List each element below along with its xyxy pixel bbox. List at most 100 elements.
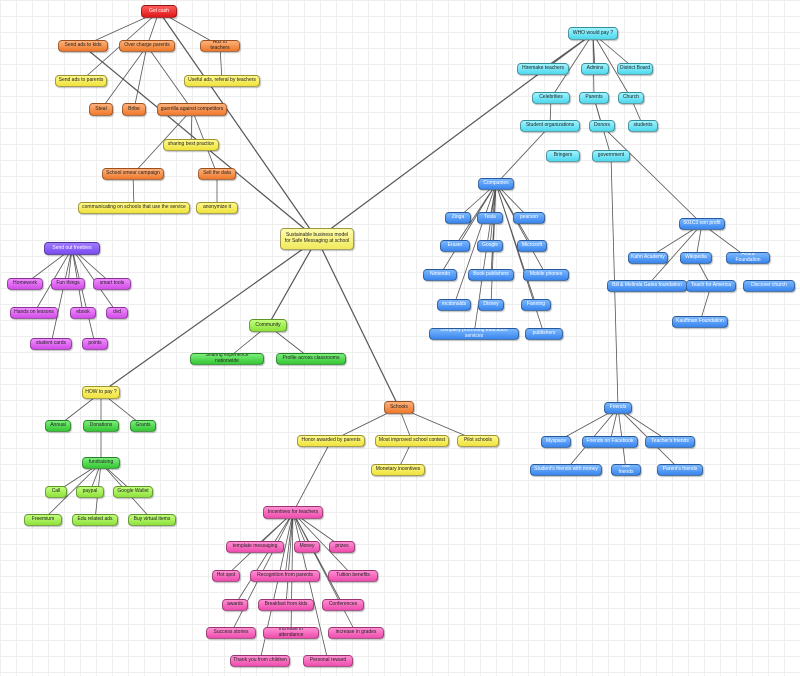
node-parents-friends[interactable]: Parent's friends [657, 464, 703, 476]
node-ebook[interactable]: ebook [70, 307, 96, 319]
node-eraser[interactable]: Eraser [440, 240, 470, 252]
node-pearson[interactable]: pearson [513, 212, 545, 224]
node-most-improved[interactable]: Most improved school contest [375, 435, 449, 447]
node-send-ads[interactable]: Send ads to parents [55, 75, 107, 87]
node-hiremake[interactable]: Hiremake teachers [517, 63, 569, 75]
node-incentives[interactable]: Incentives for teachers [263, 506, 323, 519]
node-bio-virtual[interactable]: Buy virtual items [128, 514, 176, 526]
node-ads-teachers[interactable]: Ads to teachers [200, 40, 240, 52]
node-annual[interactable]: Annual [45, 420, 71, 432]
node-nintendo[interactable]: Nintendo [423, 269, 457, 281]
node-admins[interactable]: Admins [581, 63, 609, 75]
node-tesla[interactable]: Tesla [477, 212, 503, 224]
node-schools[interactable]: Schools [384, 401, 414, 414]
node-companies[interactable]: Companies [478, 178, 514, 190]
node-edu-ads[interactable]: Edu related ads [72, 514, 118, 526]
node-nonprofit[interactable]: 501C3 non profit [679, 218, 725, 230]
node-thank-you[interactable]: Thank you from children [230, 655, 290, 667]
node-increase-grades[interactable]: increase in grades [328, 627, 384, 639]
node-community[interactable]: Community [249, 319, 287, 332]
node-purple-root[interactable]: Send out freebies [44, 242, 100, 255]
node-profile-across[interactable]: Profile across classrooms [276, 353, 346, 365]
node-how-pay[interactable]: HOW to pay ? [82, 386, 120, 399]
node-monetary[interactable]: Monetary incentives [371, 464, 425, 476]
node-google-wallet[interactable]: Google Wallet [113, 486, 153, 498]
node-prizes[interactable]: prizes [329, 541, 355, 553]
node-microsoft[interactable]: Microsoft [517, 240, 547, 252]
node-students-friends[interactable]: Student's friends with money [530, 464, 602, 476]
node-mobile-phones[interactable]: Mobile phones [523, 269, 569, 281]
node-sell-data[interactable]: Sell the data [198, 168, 236, 180]
node-school-smear[interactable]: School smear campaign [102, 168, 164, 180]
node-fanning[interactable]: Fanning [521, 299, 551, 311]
node-central[interactable]: Sustainable business model for Safe Mess… [280, 228, 354, 250]
node-honor-parents[interactable]: Honor awarded by parents [297, 435, 365, 447]
node-teachers-friends[interactable]: Teacher's friends [645, 436, 695, 448]
node-gift-cards[interactable]: student cards [30, 338, 72, 350]
node-disney[interactable]: Disney [478, 299, 504, 311]
node-donors[interactable]: Donors [589, 120, 615, 132]
node-ahura[interactable]: Ahura Foundation [726, 252, 770, 264]
node-mcdonalds[interactable]: mcdonalds [437, 299, 471, 311]
node-kauffman[interactable]: Kauffman Foundation [672, 316, 728, 328]
node-our-friends[interactable]: Our friends [611, 464, 641, 476]
node-communicating[interactable]: communicating on schools that use the se… [78, 202, 190, 214]
node-homework[interactable]: Homework [7, 278, 43, 290]
node-smart-tools[interactable]: smart tools [93, 278, 131, 290]
node-celebrities[interactable]: Celebrities [532, 92, 570, 104]
node-friends-facebook[interactable]: Friends on Facebook [582, 436, 638, 448]
node-church[interactable]: Church [618, 92, 644, 104]
node-sharing-best[interactable]: sharing best practice [163, 139, 219, 151]
node-pilot-schools[interactable]: Pilot schools [457, 435, 499, 447]
node-bringers[interactable]: Bringers [546, 150, 580, 162]
node-success-stories[interactable]: Success stories [206, 627, 256, 639]
node-book-publishers[interactable]: Book publishers [468, 269, 514, 281]
node-guerilla[interactable]: guerrilla against competitors [157, 103, 227, 116]
node-friends[interactable]: Friends [604, 402, 632, 414]
node-call[interactable]: Call [45, 486, 67, 498]
node-government[interactable]: government [592, 150, 630, 162]
node-students[interactable]: students [628, 120, 658, 132]
node-over-charge[interactable]: Over charge parents [119, 40, 175, 52]
node-increase-attendance[interactable]: increase in attendance [263, 627, 319, 639]
node-get-cash[interactable]: Get cash [141, 5, 177, 18]
node-conferences[interactable]: Conferences [322, 599, 364, 611]
node-hands-on[interactable]: Hands on lessons [10, 307, 58, 319]
node-useful-ads[interactable]: Useful ads, referal by teachers [184, 75, 260, 87]
node-donations[interactable]: Donations [83, 420, 119, 432]
node-breakfast[interactable]: Breakfast from kids [258, 599, 314, 611]
node-discovery[interactable]: Discover church [743, 280, 795, 292]
node-freemium[interactable]: Freemium [24, 514, 62, 526]
node-awards[interactable]: awards [222, 599, 248, 611]
node-tuition[interactable]: Tuition benefits [328, 570, 378, 582]
node-khan[interactable]: Kahn Academy [628, 252, 668, 264]
node-points[interactable]: points [82, 338, 108, 350]
node-bribe[interactable]: Bribe [122, 103, 146, 116]
node-parents[interactable]: Parents [579, 92, 609, 104]
node-steal[interactable]: Steal [89, 103, 113, 116]
node-template-msg[interactable]: template messaging [226, 541, 284, 553]
node-money[interactable]: Money [294, 541, 320, 553]
node-personal-reward[interactable]: Personal reward [303, 655, 353, 667]
node-paypal[interactable]: paypal [76, 486, 104, 498]
node-student-orgs[interactable]: Student organizations [520, 120, 580, 132]
node-bill-melinda[interactable]: Bill & Melinda Gates foundation [607, 280, 687, 292]
node-publishers[interactable]: publishers [525, 328, 563, 340]
node-fun-things[interactable]: Fun things [51, 278, 85, 290]
node-teach-for[interactable]: Teach for America [686, 280, 736, 292]
node-fundraising[interactable]: fundraising [82, 457, 120, 469]
node-who-pay[interactable]: WHO would pay ? [568, 27, 618, 40]
node-mysite[interactable]: Myspace [541, 436, 571, 448]
node-district-board[interactable]: District Board [617, 63, 653, 75]
node-recognition[interactable]: Recognition from parents [250, 570, 320, 582]
node-zinga[interactable]: Zinga [445, 212, 471, 224]
node-dmg[interactable]: dvd [106, 307, 128, 319]
node-sharing-exp[interactable]: Sharing experience nationwide [190, 353, 264, 365]
node-hot-spot[interactable]: Hot spot [212, 570, 240, 582]
node-wikipedia[interactable]: Wikipedia [680, 252, 712, 264]
node-google[interactable]: Google [477, 240, 503, 252]
node-anonymize[interactable]: anonymize it [196, 202, 238, 214]
node-grants[interactable]: Grants [130, 420, 156, 432]
node-company-promoting[interactable]: company promoting education services [429, 328, 519, 340]
node-sell-to-kids[interactable]: Send ads to kids [58, 40, 108, 52]
